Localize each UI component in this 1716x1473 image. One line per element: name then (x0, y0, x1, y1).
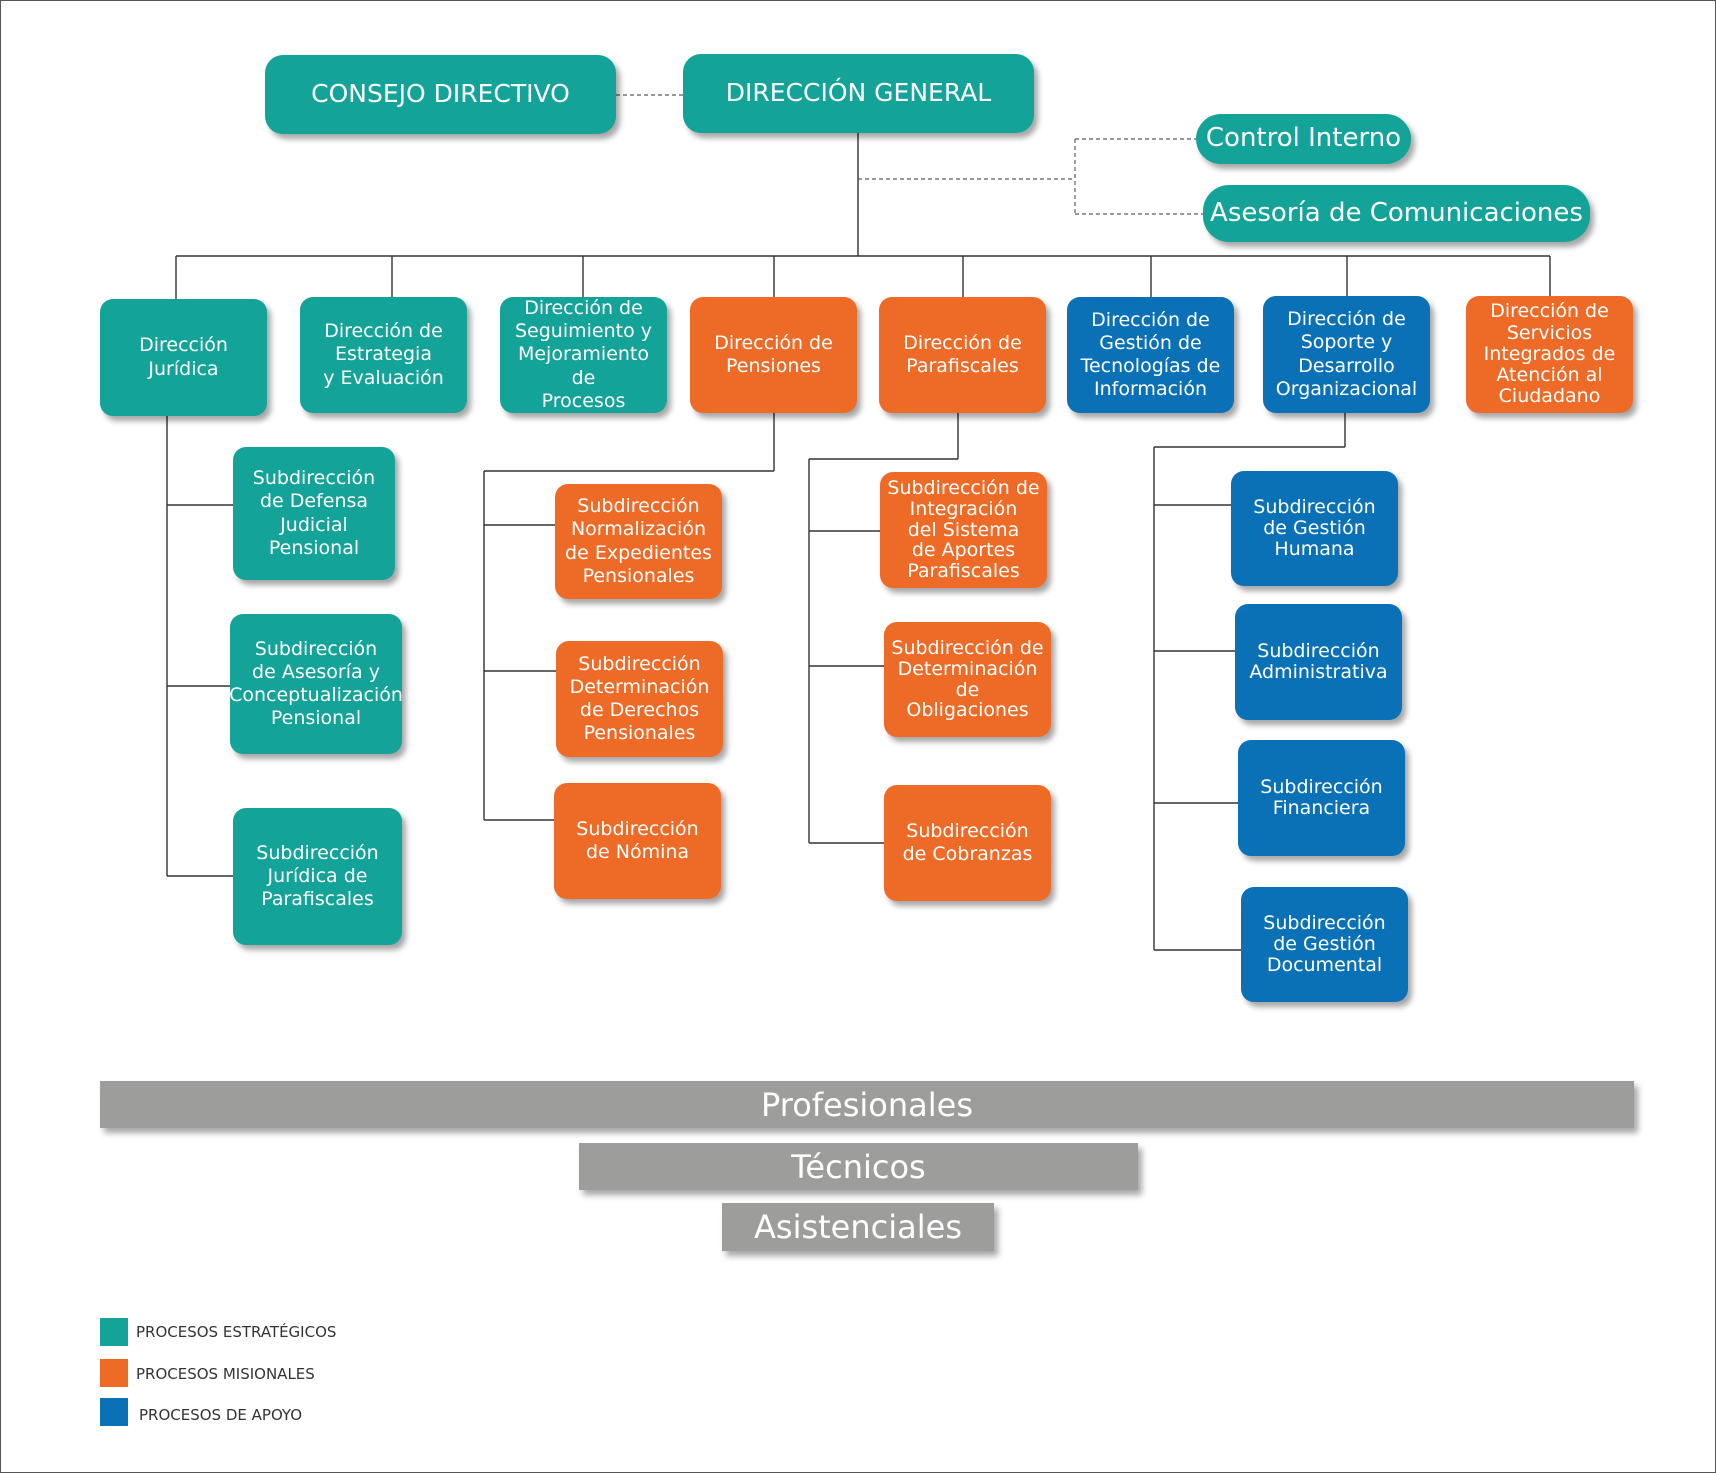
subdireccion-defensa-box: Subdirección de Defensa Judicial Pension… (233, 447, 395, 580)
subdireccion-defensa-label: Subdirección de Defensa Judicial Pension… (252, 467, 376, 559)
direccion-soporte-box: Dirección de Soporte y Desarrollo Organi… (1263, 296, 1430, 413)
direccion-seguimiento-label: Dirección de Seguimiento y Mejoramiento … (514, 297, 652, 412)
control-interno-label: Control Interno (1205, 123, 1402, 154)
subdireccion-nomina-label: Subdirección de Nómina (576, 817, 699, 863)
subdireccion-determinacion-derechos-box: Subdirección Determinación de Derechos P… (556, 641, 723, 757)
legend-label-estrategicos: PROCESOS ESTRATÉGICOS (136, 1323, 337, 1341)
control-interno-box: Control Interno (1196, 114, 1411, 164)
subdireccion-determinacion-obligaciones-label: Subdirección de Determinación de Obligac… (891, 636, 1044, 722)
direccion-tecnologias-label: Dirección de Gestión de Tecnologías de I… (1080, 308, 1221, 401)
subdireccion-integracion-label: Subdirección de Integración del Sistema … (887, 476, 1040, 583)
subdireccion-financiera-label: Subdirección Financiera (1260, 776, 1383, 819)
subdireccion-nomina-box: Subdirección de Nómina (554, 783, 721, 899)
asistenciales-bar: Asistenciales (722, 1203, 994, 1251)
asesoria-comunicaciones-label: Asesoría de Comunicaciones (1210, 197, 1583, 228)
subdireccion-determinacion-derechos-label: Subdirección Determinación de Derechos P… (569, 652, 710, 745)
legend-swatch-estrategicos (100, 1318, 128, 1346)
subdireccion-administrativa-label: Subdirección Administrativa (1249, 640, 1388, 683)
tecnicos-bar: Técnicos (579, 1143, 1138, 1190)
subdireccion-gestion-humana-box: Subdirección de Gestión Humana (1231, 471, 1398, 586)
direccion-parafiscales-box: Dirección de Parafiscales (879, 297, 1046, 413)
direccion-general-label: DIRECCIÓN GENERAL (725, 78, 992, 108)
asesoria-comunicaciones-box: Asesoría de Comunicaciones (1203, 185, 1590, 242)
subdireccion-asesoria-conceptualizacion-box: Subdirección de Asesoría y Conceptualiza… (229, 614, 403, 754)
legend-swatch-apoyo (100, 1398, 128, 1426)
direccion-estrategia-box: Dirección de Estrategia y Evaluación (300, 297, 467, 413)
asistenciales-label: Asistenciales (754, 1208, 962, 1246)
subdireccion-asesoria-conceptualizacion-label: Subdirección de Asesoría y Conceptualiza… (229, 637, 403, 730)
direccion-juridica-label: Dirección Jurídica (139, 334, 228, 380)
consejo-directivo-label: CONSEJO DIRECTIVO (311, 79, 570, 109)
subdireccion-gestion-humana-label: Subdirección de Gestión Humana (1253, 496, 1376, 560)
direccion-pensiones-box: Dirección de Pensiones (690, 297, 857, 413)
direccion-general-box: DIRECCIÓN GENERAL (683, 54, 1034, 133)
subdireccion-administrativa-box: Subdirección Administrativa (1235, 604, 1402, 720)
subdireccion-normalizacion-box: Subdirección Normalización de Expediente… (555, 484, 722, 599)
legend-swatch-misionales (100, 1359, 128, 1387)
direccion-estrategia-label: Dirección de Estrategia y Evaluación (323, 320, 444, 389)
direccion-soporte-label: Dirección de Soporte y Desarrollo Organi… (1275, 308, 1418, 400)
subdireccion-financiera-box: Subdirección Financiera (1238, 740, 1405, 856)
direccion-servicios-label: Dirección de Servicios Integrados de Ate… (1483, 300, 1616, 408)
legend-label-apoyo: PROCESOS DE APOYO (139, 1406, 303, 1424)
subdireccion-cobranzas-label: Subdirección de Cobranzas (902, 819, 1033, 865)
direccion-servicios-box: Dirección de Servicios Integrados de Ate… (1466, 296, 1633, 413)
direccion-pensiones-label: Dirección de Pensiones (714, 331, 833, 377)
tecnicos-label: Técnicos (791, 1147, 926, 1186)
subdireccion-normalizacion-label: Subdirección Normalización de Expediente… (565, 495, 712, 587)
subdireccion-juridica-parafiscales-label: Subdirección Jurídica de Parafiscales (256, 841, 379, 911)
direccion-parafiscales-label: Dirección de Parafiscales (903, 331, 1022, 377)
profesionales-label: Profesionales (761, 1085, 973, 1124)
direccion-juridica-box: Dirección Jurídica (100, 299, 267, 416)
profesionales-bar: Profesionales (100, 1081, 1634, 1128)
subdireccion-cobranzas-box: Subdirección de Cobranzas (884, 785, 1051, 901)
direccion-seguimiento-box: Dirección de Seguimiento y Mejoramiento … (500, 297, 667, 413)
subdireccion-juridica-parafiscales-box: Subdirección Jurídica de Parafiscales (233, 808, 402, 945)
subdireccion-gestion-documental-label: Subdirección de Gestión Documental (1263, 912, 1386, 976)
subdireccion-integracion-box: Subdirección de Integración del Sistema … (880, 472, 1047, 588)
subdireccion-gestion-documental-box: Subdirección de Gestión Documental (1241, 887, 1408, 1002)
subdireccion-determinacion-obligaciones-box: Subdirección de Determinación de Obligac… (884, 622, 1051, 737)
direccion-tecnologias-box: Dirección de Gestión de Tecnologías de I… (1067, 297, 1234, 413)
consejo-directivo-box: CONSEJO DIRECTIVO (265, 55, 616, 134)
legend-label-misionales: PROCESOS MISIONALES (136, 1365, 315, 1383)
